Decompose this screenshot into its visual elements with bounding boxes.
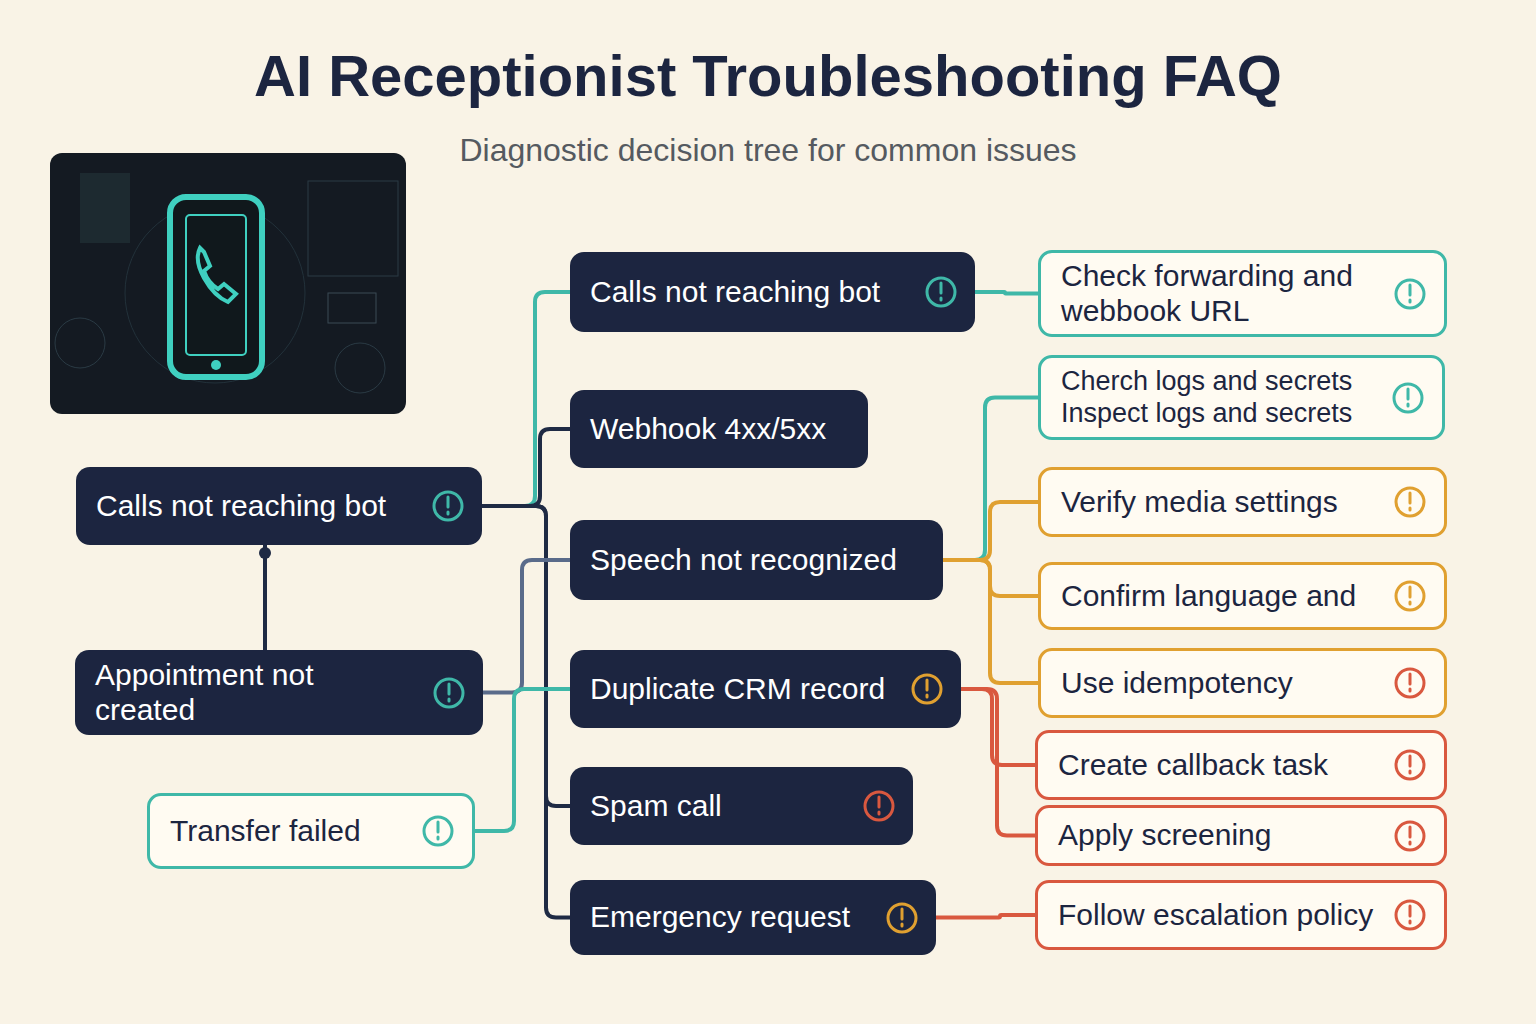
connector (483, 560, 570, 693)
connector (482, 506, 570, 918)
connector (943, 502, 1038, 560)
node-text: Transfer failed (170, 814, 410, 849)
connector-end (259, 547, 271, 559)
action-box: Verify media settings (1038, 467, 1447, 537)
node-text: Calls not reaching bot (96, 489, 420, 524)
connector (482, 506, 570, 806)
node-text: Appointment not created (95, 658, 421, 727)
action-box: Follow escalation policy (1035, 880, 1447, 950)
connector (961, 689, 1035, 836)
node-text: Cherch logs and secrets (1061, 366, 1380, 397)
node-icon (1390, 482, 1430, 522)
issue-box: Emergency request (570, 880, 936, 955)
issue-box: Appointment not created (75, 650, 483, 735)
node-text: Confirm language and (1061, 579, 1382, 614)
node-text: Follow escalation policy (1058, 898, 1382, 933)
action-box: Use idempotency (1038, 648, 1447, 718)
node-icon (428, 486, 468, 526)
action-box: Confirm language and (1038, 562, 1447, 630)
node-icon (1388, 378, 1428, 418)
node-icon (1390, 274, 1430, 314)
connector (975, 292, 1038, 294)
node-text: Apply screening (1058, 818, 1382, 853)
action-box: Apply screening (1035, 805, 1447, 866)
node-text: Speech not recognized (590, 543, 923, 578)
connector (482, 292, 570, 506)
action-box: Check forwarding and webbook URL (1038, 250, 1447, 337)
node-icon (1390, 816, 1430, 856)
subtitle: Diagnostic decision tree for common issu… (0, 132, 1536, 169)
node-icon (859, 786, 899, 826)
node-text: Check forwarding and webbook URL (1061, 259, 1382, 328)
node-text: Duplicate CRM record (590, 672, 899, 707)
node-text: Use idempotency (1061, 666, 1382, 701)
action-box: Create callback task (1035, 730, 1447, 800)
issue-box: Duplicate CRM record (570, 650, 961, 728)
node-text: Verify media settings (1061, 485, 1382, 520)
title: AI Receptionist Troubleshooting FAQ (0, 42, 1536, 109)
action-box: Transfer failed (147, 793, 475, 869)
node-text: Emergency request (590, 900, 874, 935)
node-icon (1390, 895, 1430, 935)
node-text: Calls not reaching bot (590, 275, 913, 310)
connector (482, 429, 570, 506)
node-icon (907, 669, 947, 709)
node-icon (882, 898, 922, 938)
issue-box: Speech not recognized (570, 520, 943, 600)
issue-box: Spam call (570, 767, 913, 845)
node-text: Webhook 4xx/5xx (590, 412, 848, 447)
node-text: Create callback task (1058, 748, 1382, 783)
issue-box: Calls not reaching bot (570, 252, 975, 332)
node-icon (1390, 663, 1430, 703)
node-icon (1390, 576, 1430, 616)
action-box: Cherch logs and secretsInspect logs and … (1038, 355, 1445, 440)
connector (263, 545, 267, 650)
node-text: Spam call (590, 789, 851, 824)
issue-box: Calls not reaching bot (76, 467, 482, 545)
node-icon (418, 811, 458, 851)
connector (936, 915, 1035, 918)
connector (475, 689, 570, 831)
issue-box: Webhook 4xx/5xx (570, 390, 868, 468)
node-icon (921, 272, 961, 312)
phone-illustration (50, 153, 406, 414)
node-icon (429, 673, 469, 713)
connector (943, 398, 1038, 561)
node-text: Inspect logs and secrets (1061, 398, 1380, 429)
node-icon (1390, 745, 1430, 785)
